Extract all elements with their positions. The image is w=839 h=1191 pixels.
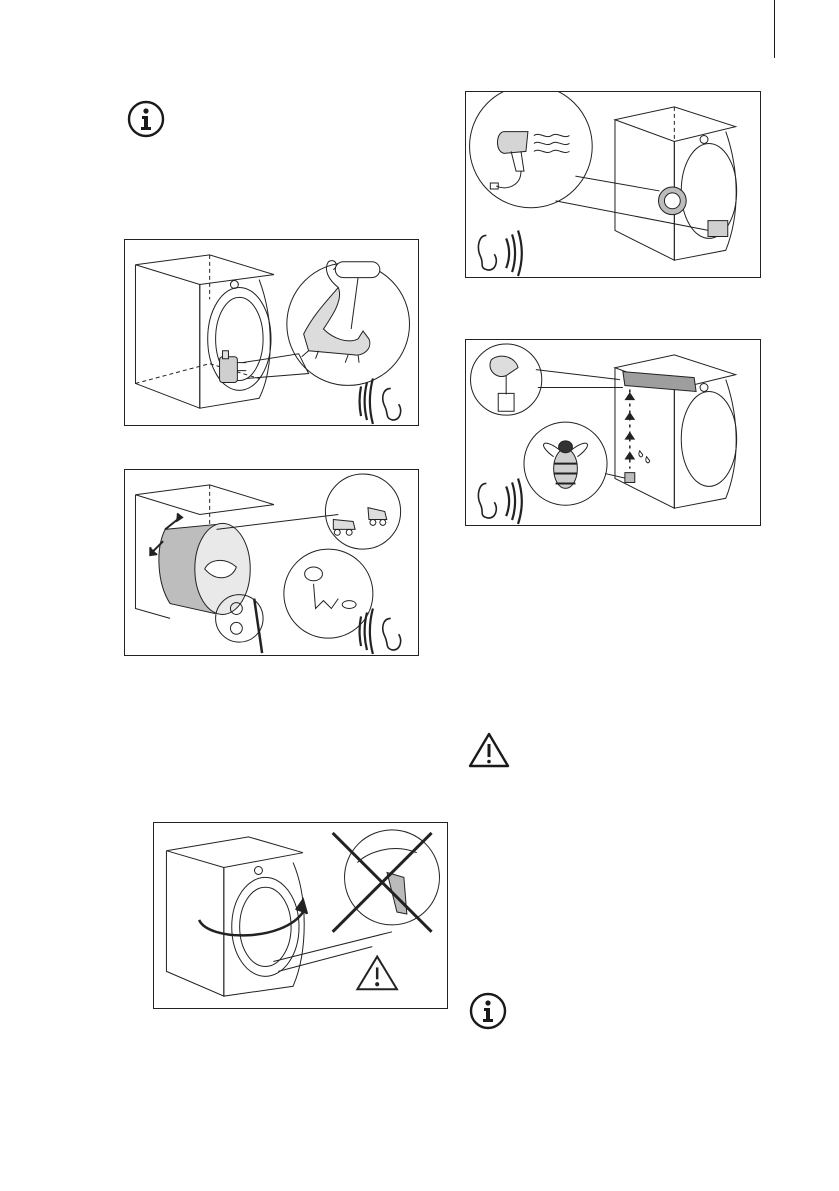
water-drops-icon: [639, 451, 650, 463]
coin-icon: [305, 567, 356, 609]
fan-hairdryer-illustration: [465, 91, 761, 278]
airflow-icon: [534, 134, 570, 152]
fan-icon: [659, 187, 728, 236]
top-margin-rule: [774, 0, 775, 58]
water-container-icon: [623, 372, 696, 392]
water-flow-arrows-icon: [626, 389, 634, 468]
hairdryer-zoom: [470, 92, 593, 208]
compressor-icon: [220, 351, 247, 383]
dryer-outline: [135, 255, 274, 408]
speech-bubble: [335, 262, 380, 329]
rollerskates-icon: [333, 508, 386, 536]
info-icon: [469, 992, 507, 1030]
ear-sound-icon: [478, 231, 521, 277]
rollerskates-zoom: [325, 474, 400, 549]
drum-rotation-illustration: [124, 469, 419, 656]
warning-icon: [467, 731, 511, 769]
warning-icon: [357, 957, 397, 990]
cross-icon: [333, 833, 432, 932]
pouring-jug-icon: [490, 356, 518, 411]
ear-sound-icon: [360, 379, 401, 425]
door-turn-warning-illustration: [153, 822, 448, 1009]
ear-sound-icon: [360, 609, 401, 655]
pump-water-bee-illustration: [465, 339, 761, 526]
hairdryer-icon: [490, 132, 528, 189]
drum-icon: [159, 523, 250, 614]
info-icon: [127, 100, 165, 138]
bee-icon: [544, 441, 588, 488]
ear-sound-icon: [478, 479, 521, 525]
compressor-cat-illustration: [124, 239, 419, 426]
